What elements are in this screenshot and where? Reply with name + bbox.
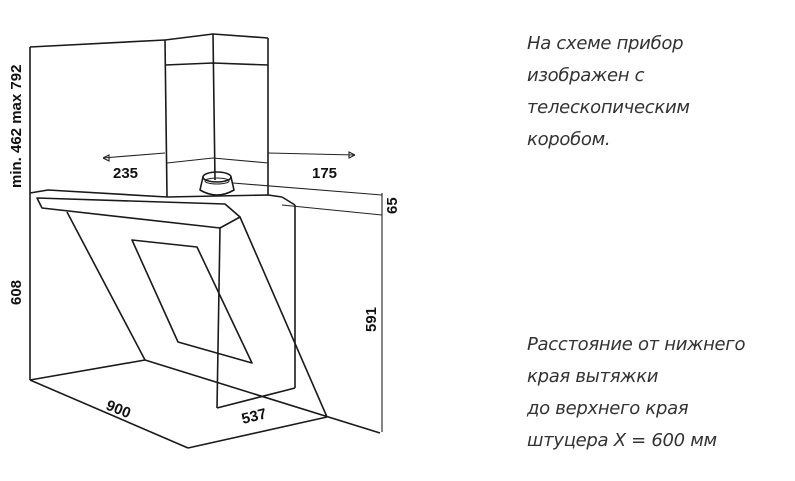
note-line: края вытяжки: [527, 366, 659, 387]
duct-fitting: [199, 171, 235, 196]
left-offset-label: 235: [113, 165, 138, 182]
wall-outline: [29, 39, 166, 380]
note-line: штуцера X = 600 мм: [527, 430, 717, 451]
right-offset-label: 175: [312, 165, 337, 182]
duct-height-label: 65: [384, 197, 401, 214]
chimney-height-label: min. 462 max 792: [8, 65, 25, 188]
chimney: [164, 33, 269, 198]
floor-outline: [29, 359, 381, 449]
note-line: изображен с: [527, 65, 645, 86]
note-line: коробом.: [527, 129, 611, 150]
hood-dimension-diagram: min. 462 max 792 235 175 65 608 591 900 …: [8, 33, 401, 449]
depth-label: 537: [240, 405, 268, 428]
width-label: 900: [104, 397, 134, 422]
distance-note: Расстояние от нижнего края вытяжки до ве…: [527, 329, 745, 457]
note-line: телескопическим: [527, 97, 690, 118]
hood-body: [29, 189, 328, 418]
offset-dimension-lines: [102, 151, 356, 162]
total-height-label: 608: [8, 280, 25, 305]
right-dimension-lines: [232, 182, 383, 432]
note-line: Расстояние от нижнего: [527, 334, 746, 355]
note-line: до верхнего края: [527, 398, 689, 419]
hood-height-label: 591: [363, 307, 380, 332]
note-line: На схеме прибор: [527, 33, 684, 54]
telescopic-note: На схеме прибор изображен с телескопичес…: [527, 28, 690, 156]
